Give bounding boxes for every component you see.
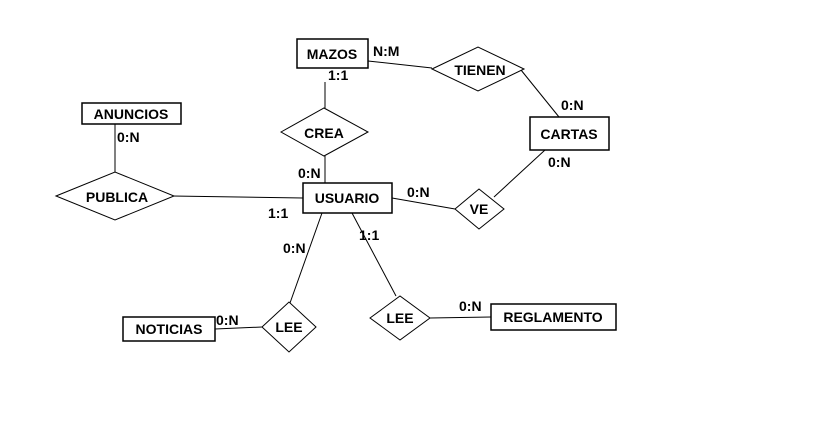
cardinality-crea-usuario: 0:N bbox=[298, 165, 321, 181]
edge-usuario-lee-reglamento bbox=[351, 212, 397, 297]
relationship-ve-label: VE bbox=[470, 201, 489, 217]
cardinality-noticias-lee: 0:N bbox=[216, 312, 239, 328]
entity-noticias: NOTICIAS bbox=[122, 316, 216, 342]
cardinality-usuario-lee-reglamento: 1:1 bbox=[359, 227, 379, 243]
relationship-crea-label: CREA bbox=[304, 125, 344, 141]
relationship-ve: VE bbox=[454, 188, 505, 230]
relationship-lee-noticias: LEE bbox=[261, 301, 317, 353]
relationship-publica: PUBLICA bbox=[54, 171, 176, 221]
edge-ve-cartas bbox=[493, 149, 546, 198]
cardinality-anuncios-publica: 0:N bbox=[117, 129, 140, 145]
edge-mazos-tienen bbox=[367, 60, 433, 69]
edge-usuario-ve bbox=[391, 197, 456, 210]
relationship-crea: CREA bbox=[279, 107, 370, 157]
edge-usuario-lee-noticias bbox=[289, 212, 323, 304]
relationship-lee-reglamento: LEE bbox=[369, 295, 431, 341]
edge-lee-noticias bbox=[214, 326, 263, 330]
entity-anuncios-label: ANUNCIOS bbox=[94, 106, 169, 122]
relationship-lee-noticias-label: LEE bbox=[275, 319, 302, 335]
entity-usuario-label: USUARIO bbox=[315, 190, 380, 206]
entity-reglamento: REGLAMENTO bbox=[490, 303, 617, 331]
cardinality-labels: N:M 1:1 0:N 0:N 0:N 0:N 1:1 0:N 0:N 1:1 … bbox=[117, 43, 584, 328]
entity-cartas-label: CARTAS bbox=[540, 126, 597, 142]
entity-reglamento-label: REGLAMENTO bbox=[503, 309, 602, 325]
relationship-publica-label: PUBLICA bbox=[86, 189, 148, 205]
entity-anuncios: ANUNCIOS bbox=[81, 102, 182, 125]
edge-tienen-cartas bbox=[520, 69, 560, 118]
entity-noticias-label: NOTICIAS bbox=[136, 321, 203, 337]
entity-cartas: CARTAS bbox=[529, 116, 610, 151]
relationship-tienen-label: TIENEN bbox=[454, 62, 505, 78]
cardinality-usuario-lee-noticias: 0:N bbox=[283, 240, 306, 256]
edge-lee-reglamento bbox=[429, 316, 492, 319]
cardinality-mazos-crea: 1:1 bbox=[328, 67, 348, 83]
cardinality-reglamento-lee: 0:N bbox=[459, 298, 482, 314]
entity-mazos-label: MAZOS bbox=[307, 46, 358, 62]
cardinality-cartas-ve: 0:N bbox=[548, 154, 571, 170]
entity-mazos: MAZOS bbox=[296, 38, 369, 69]
cardinality-usuario-ve: 0:N bbox=[407, 184, 430, 200]
cardinality-usuario-publica: 1:1 bbox=[268, 205, 288, 221]
entity-usuario: USUARIO bbox=[302, 182, 393, 214]
relationship-tienen: TIENEN bbox=[430, 46, 526, 92]
cardinality-tienen-cartas: 0:N bbox=[561, 97, 584, 113]
cardinality-mazos-tienen: N:M bbox=[373, 43, 399, 59]
edge-publica-usuario bbox=[171, 195, 304, 199]
connector-lines bbox=[114, 60, 560, 330]
relationship-lee-reglamento-label: LEE bbox=[386, 310, 413, 326]
